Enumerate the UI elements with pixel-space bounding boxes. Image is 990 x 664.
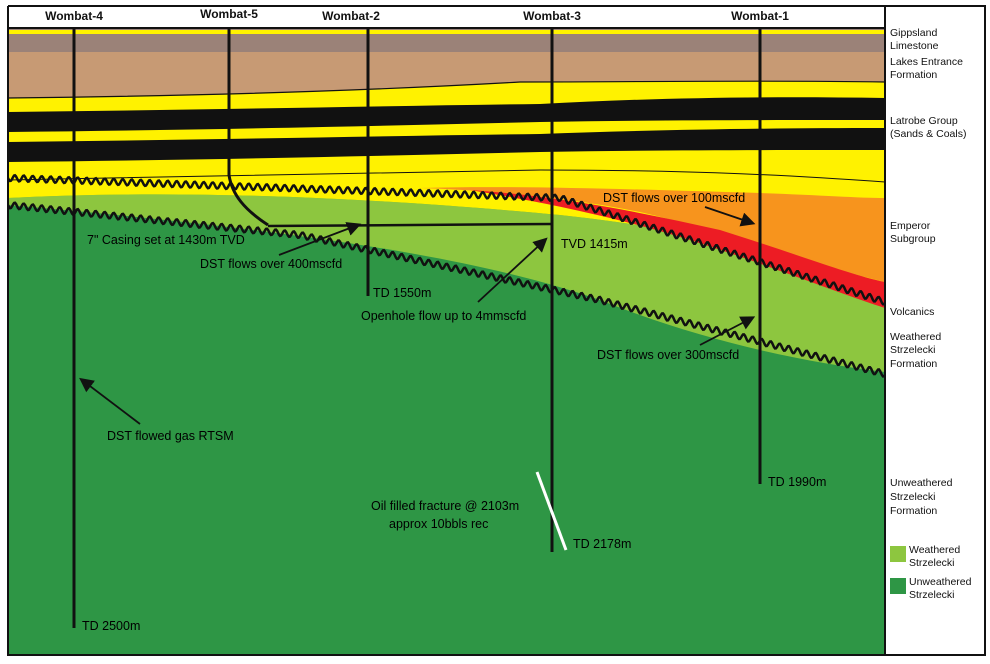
coal-seam-1 bbox=[8, 97, 885, 132]
td-label-wombat-3: TD 2178m bbox=[573, 537, 631, 551]
annotation-dst-400: DST flows over 400mscfd bbox=[200, 257, 342, 271]
legend-weathered-1: Weathered bbox=[909, 544, 960, 556]
annotation-casing: 7" Casing set at 1430m TVD bbox=[87, 233, 245, 247]
arrow-dst-100 bbox=[704, 206, 756, 227]
latrobe-sands-layer bbox=[8, 28, 885, 300]
legend-border bbox=[884, 5, 986, 656]
formation-emperor-1: Emperor bbox=[890, 220, 931, 232]
formation-unweathered-2: Strzelecki bbox=[890, 491, 936, 503]
formation-labels: Gippsland Limestone Lakes Entrance Forma… bbox=[890, 27, 966, 517]
annotation-rtsm: DST flowed gas RTSM bbox=[107, 429, 234, 443]
annotation-dst-100: DST flows over 100mscfd bbox=[603, 191, 745, 205]
formation-unweathered-1: Unweathered bbox=[890, 477, 953, 489]
legend: Weathered Strzelecki Unweathered Strzele… bbox=[890, 544, 972, 601]
formation-weathered-2: Strzelecki bbox=[890, 344, 936, 356]
formation-lakes-1: Lakes Entrance bbox=[890, 56, 963, 68]
coal-seam-2 bbox=[8, 128, 885, 162]
formation-volcanics: Volcanics bbox=[890, 306, 934, 318]
formation-latrobe-2: (Sands & Coals) bbox=[890, 128, 966, 140]
formation-unweathered-3: Formation bbox=[890, 505, 937, 517]
arrow-rtsm bbox=[79, 377, 141, 425]
legend-unweathered-2: Strzelecki bbox=[909, 589, 955, 601]
well-label-wombat-5: Wombat-5 bbox=[200, 7, 258, 21]
well-label-wombat-1: Wombat-1 bbox=[731, 9, 789, 23]
legend-weathered-2: Strzelecki bbox=[909, 557, 955, 569]
formation-gippsland-1: Gippsland bbox=[890, 27, 937, 39]
formation-gippsland-2: Limestone bbox=[890, 40, 939, 52]
legend-unweathered-1: Unweathered bbox=[909, 576, 972, 588]
formation-lakes-2: Formation bbox=[890, 69, 937, 81]
emperor-subgroup-layer bbox=[420, 187, 885, 282]
arrow-dst-300 bbox=[699, 316, 756, 346]
well-label-wombat-2: Wombat-2 bbox=[322, 9, 380, 23]
horizon-line-1 bbox=[8, 80, 885, 99]
td-label-wombat-2: TD 1550m bbox=[373, 286, 431, 300]
annotation-arrows bbox=[79, 206, 756, 425]
horizon-line-2 bbox=[8, 169, 885, 183]
well-wombat-5 bbox=[227, 28, 269, 227]
wombat-5-lateral bbox=[267, 222, 553, 228]
annotation-dst-300: DST flows over 300mscfd bbox=[597, 348, 739, 362]
td-label-wombat-4: TD 2500m bbox=[82, 619, 140, 633]
unconformity-line bbox=[8, 173, 885, 306]
formation-weathered-1: Weathered bbox=[890, 331, 941, 343]
weathered-strzelecki-layer bbox=[8, 194, 885, 372]
annotation-oil-line-1: Oil filled fracture @ 2103m bbox=[371, 499, 519, 513]
annotation-openhole: Openhole flow up to 4mmscfd bbox=[361, 309, 526, 323]
formation-latrobe-1: Latrobe Group bbox=[890, 115, 958, 127]
formation-emperor-2: Subgroup bbox=[890, 233, 936, 245]
td-label-wombat-1: TD 1990m bbox=[768, 475, 826, 489]
legend-swatch-unweathered bbox=[890, 578, 906, 594]
formation-weathered-3: Formation bbox=[890, 358, 937, 370]
oil-fracture-marker bbox=[535, 471, 568, 551]
lakes-entrance-layer bbox=[8, 52, 885, 98]
arrow-dst-400 bbox=[278, 222, 362, 256]
annotation-oil-line-2: approx 10bbls rec bbox=[389, 517, 488, 531]
arrow-openhole bbox=[477, 237, 548, 303]
strata-layers bbox=[8, 28, 885, 655]
top-yellow-band bbox=[8, 30, 885, 34]
weathering-base-line bbox=[8, 201, 885, 378]
legend-swatch-weathered bbox=[890, 546, 906, 562]
wells bbox=[72, 28, 762, 628]
well-label-wombat-3: Wombat-3 bbox=[523, 9, 581, 23]
well-label-wombat-4: Wombat-4 bbox=[45, 9, 103, 23]
annotation-tvd: TVD 1415m bbox=[561, 237, 628, 251]
